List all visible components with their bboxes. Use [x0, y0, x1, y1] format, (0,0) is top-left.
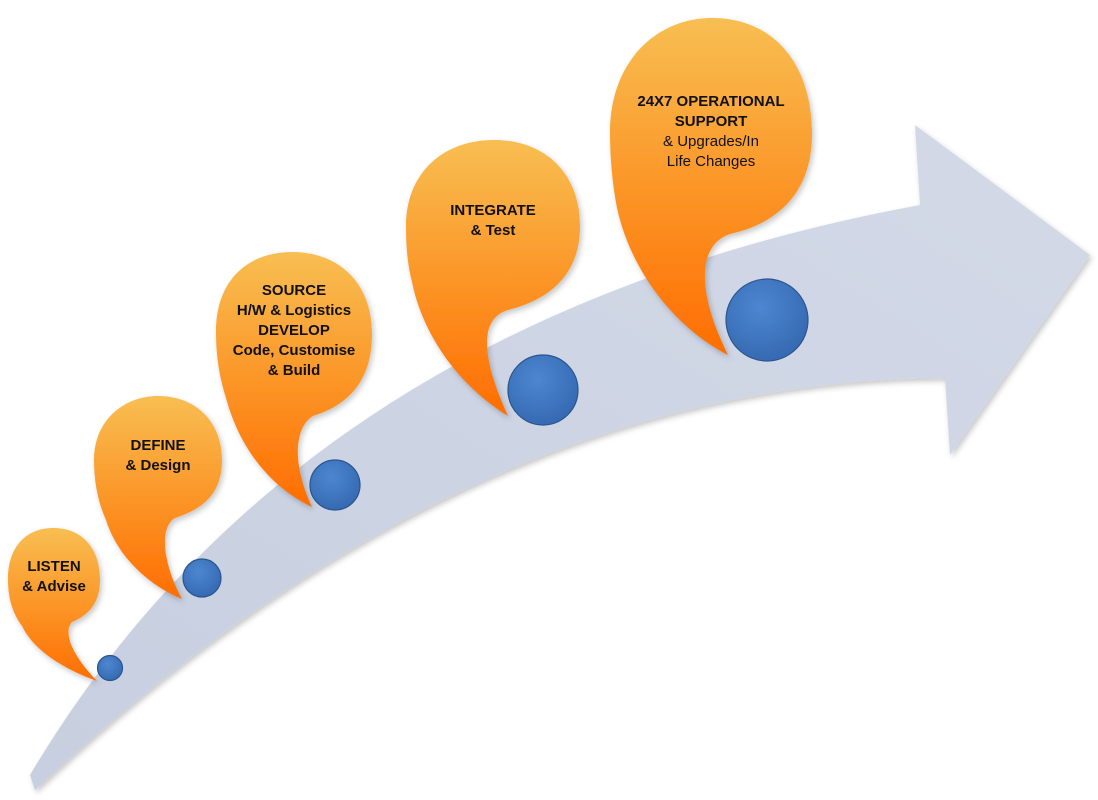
step-bubble-support [610, 18, 812, 355]
step-bubble-integrate [406, 140, 580, 416]
step-dot-support [725, 278, 809, 362]
step-label-line: Life Changes [666, 153, 756, 170]
step-label-line: & Build [267, 362, 321, 379]
step-label-line: DEVELOP [258, 322, 330, 339]
step-label-support: 24X7 OPERATIONAL SUPPORT & Upgrades/In L… [610, 92, 812, 172]
step-label-source: SOURCE H/W & Logistics DEVELOP Code, Cus… [214, 281, 374, 381]
step-label-line: & Design [125, 457, 191, 474]
step-label-listen: LISTEN & Advise [8, 557, 100, 597]
step-dot-define [182, 558, 222, 598]
step-label-define: DEFINE & Design [94, 436, 222, 476]
step-dot-integrate [507, 354, 579, 426]
step-label-line: & Advise [22, 578, 86, 595]
step-label-line: H/W & Logistics [236, 302, 352, 319]
step-label-line: SOURCE [261, 282, 327, 299]
step-label-line: INTEGRATE [450, 202, 536, 219]
step-label-line: LISTEN [27, 558, 81, 575]
step-label-line: Code, Customise [232, 342, 356, 359]
step-label-line: & Test [470, 222, 516, 239]
step-label-integrate: INTEGRATE & Test [406, 201, 580, 241]
step-bubble-source [216, 252, 372, 507]
step-label-line: & Upgrades/In [663, 133, 759, 150]
step-label-line: 24X7 OPERATIONAL [637, 93, 785, 110]
step-label-line: SUPPORT [674, 113, 748, 130]
step-dot-source [309, 459, 361, 511]
step-label-line: DEFINE [130, 437, 186, 454]
progress-arrow [30, 125, 1090, 790]
step-bubble-define [94, 396, 222, 599]
step-dot-listen [96, 654, 124, 682]
step-bubble-listen [8, 528, 100, 681]
